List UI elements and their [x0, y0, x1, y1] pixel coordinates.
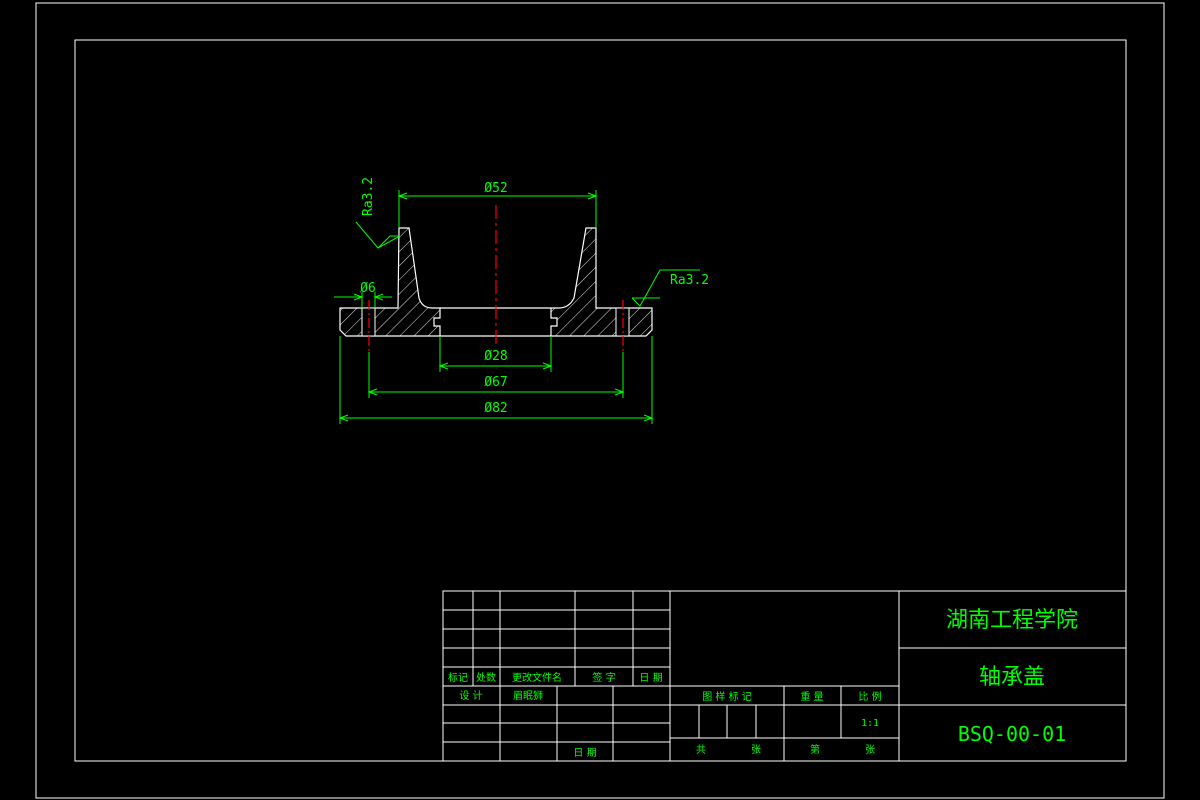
right-section-hatch: [550, 227, 653, 337]
rev-header-count: 处数: [476, 671, 496, 684]
dimension-labels: Ø52 Ø6 Ø28 Ø67 Ø82 Ra3.2 Ra3.2: [360, 177, 709, 416]
design-label: 设 计: [459, 689, 482, 702]
dim-d52: Ø52: [484, 181, 507, 196]
date-label: 日 期: [573, 747, 596, 759]
sheet-no-unit-label: 张: [865, 744, 875, 756]
dim-d28: Ø28: [484, 349, 507, 364]
roughness-right: Ra3.2: [670, 273, 709, 288]
rev-header-doc: 更改文件名: [512, 671, 562, 684]
scale-value: 1:1: [861, 718, 879, 729]
sheets-unit-label: 张: [751, 744, 761, 756]
title-block: [442, 590, 1127, 762]
rev-header-sign: 签 字: [592, 671, 615, 684]
designer-name: 眉眠狮: [513, 689, 543, 702]
stage-mark-label: 图 样 标 记: [702, 690, 752, 703]
dim-d82: Ø82: [484, 401, 507, 416]
weight-label: 重 量: [800, 690, 823, 703]
outer-sheet-border: [35, 2, 1165, 799]
roughness-left: Ra3.2: [361, 177, 376, 216]
scale-label: 比 例: [858, 690, 881, 703]
drawing-number: BSQ-00-01: [958, 722, 1066, 746]
rev-header-date: 日 期: [639, 672, 662, 684]
rev-header-mark: 标记: [448, 672, 468, 684]
dim-d6: Ø6: [360, 281, 376, 296]
dim-d67: Ø67: [484, 375, 507, 390]
dimensions: [334, 190, 700, 424]
part-name: 轴承盖: [979, 665, 1045, 690]
title-block-text: 湖南工程学院 轴承盖 BSQ-00-01 标记 处数 更改文件名 签 字 日 期…: [448, 608, 1078, 759]
total-sheets-label: 共: [696, 744, 706, 756]
school-name: 湖南工程学院: [946, 608, 1078, 633]
inner-drawing-frame: [74, 39, 1127, 762]
left-section-hatch: [339, 227, 441, 337]
center-lines: [368, 205, 624, 352]
sheet-no-label: 第: [810, 743, 820, 756]
